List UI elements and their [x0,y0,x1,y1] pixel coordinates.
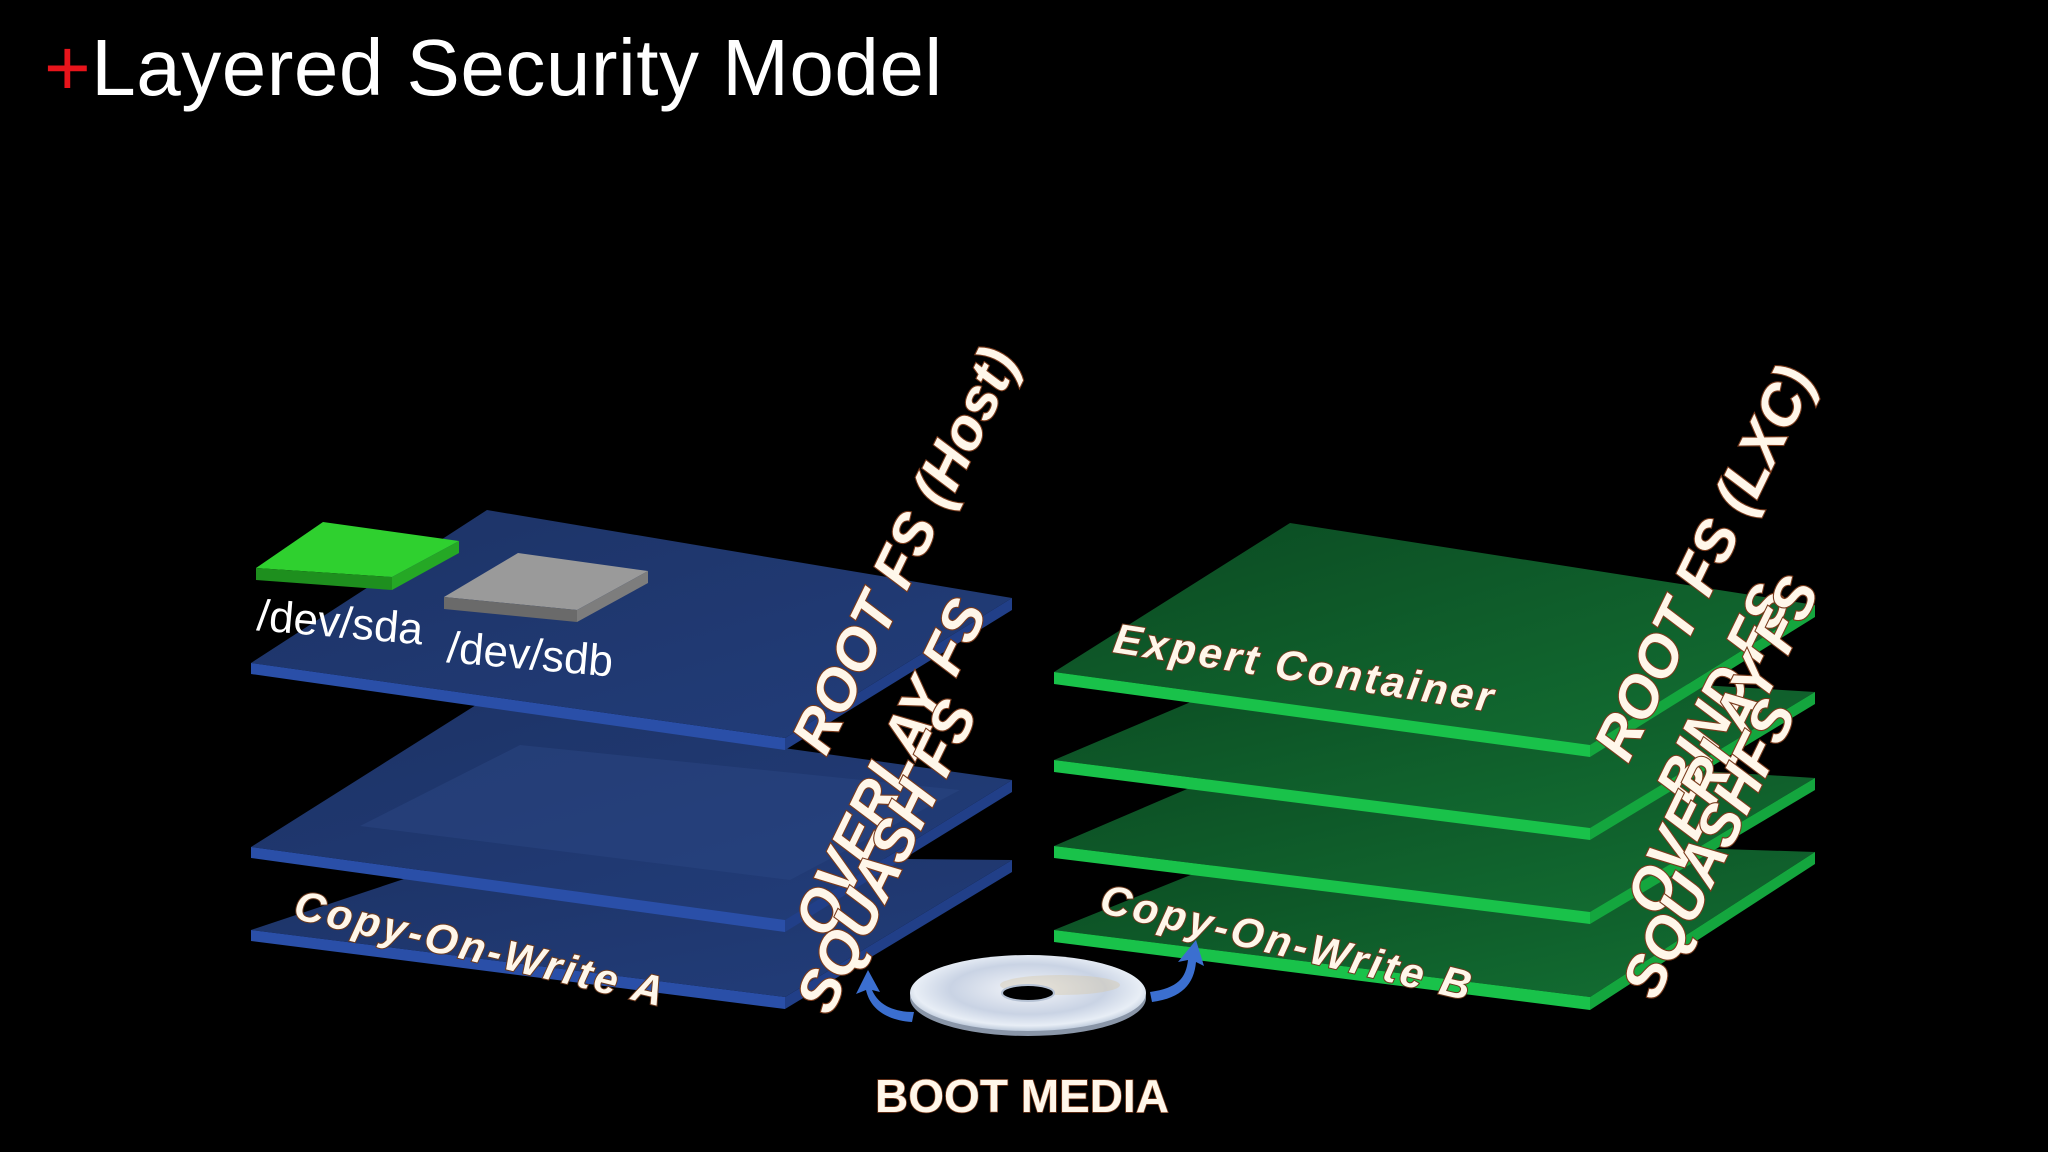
arrow-right-icon [1150,940,1204,1002]
host-layer-rootfs [251,510,1012,750]
host-layer-overlayfs [251,705,1012,932]
title-text: Layered Security Model [91,23,943,112]
disc-icon [910,955,1146,1036]
arrow-left-icon [856,970,914,1022]
boot-media-label: BOOT MEDIA [875,1070,1169,1122]
slide-title: +Layered Security Model [44,22,943,114]
container-layer-rootfs: Expert Container [1054,523,1815,757]
device-sda: /dev/sda [255,522,459,655]
title-plus: + [44,23,92,112]
